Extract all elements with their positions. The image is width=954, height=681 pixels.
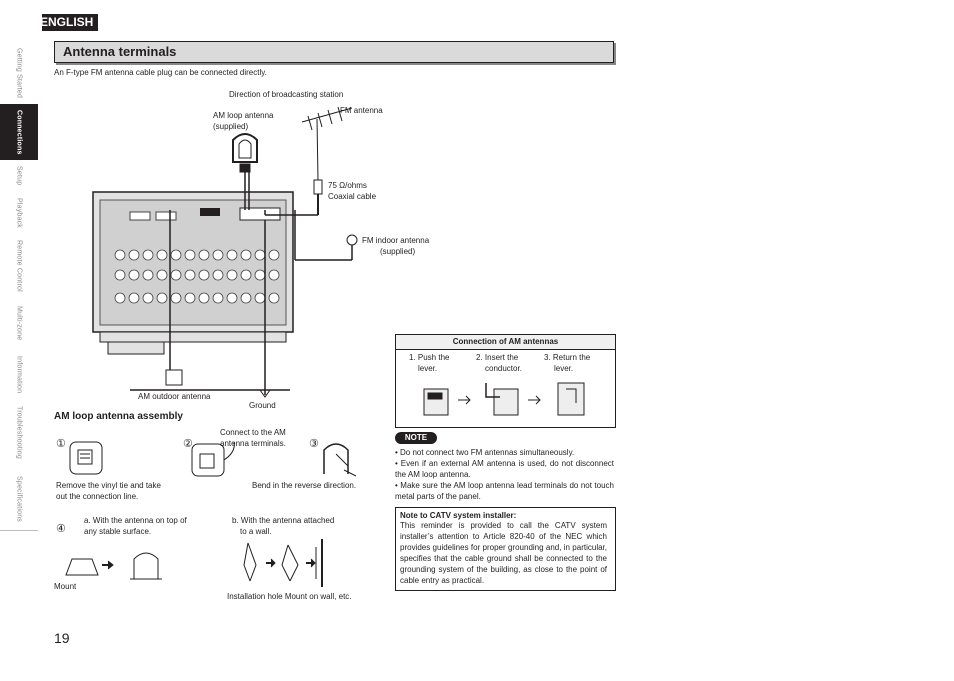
am-step-3-line2: lever. (554, 364, 574, 373)
page-number: 19 (54, 630, 70, 646)
language-tab: ENGLISH (40, 14, 98, 31)
am-loop-antenna-icon (232, 133, 258, 173)
step-4a-illustration (65, 552, 162, 580)
catv-note-box: Note to CATV system installer: This remi… (395, 507, 616, 591)
step-1-text-1: Remove the vinyl tie and take (56, 481, 161, 490)
step-4b-illustration (243, 539, 323, 587)
label-fm-indoor-2: (supplied) (380, 247, 416, 256)
step-3-text: Bend in the reverse direction. (252, 481, 357, 490)
label-ground: Ground (249, 401, 276, 410)
side-nav-troubleshooting[interactable]: Troubleshooting (0, 400, 38, 471)
am-step-1-line2: lever. (418, 364, 438, 373)
antenna-connection-diagram (92, 106, 358, 398)
step-2-illustration (191, 442, 235, 477)
side-nav-playback[interactable]: Playback (0, 192, 38, 235)
mount-label: Mount (54, 582, 77, 591)
side-nav-connections[interactable]: Connections (0, 104, 38, 161)
note-item: • Do not connect two FM antennas simulta… (395, 448, 575, 457)
receiver-rear-panel (92, 191, 294, 355)
side-nav-information[interactable]: Information (0, 350, 38, 401)
note-list: • Do not connect two FM antennas simulta… (395, 447, 614, 502)
am-step-1-line1: 1. Push the (409, 353, 450, 362)
note-item: • Make sure the AM loop antenna lead ter… (395, 481, 614, 501)
side-nav-remote-control[interactable]: Remote Control (0, 234, 38, 301)
step-4b-text-1: b. With the antenna attached (232, 516, 335, 525)
label-am-loop-2: (supplied) (213, 122, 249, 131)
fm-antenna-icon (301, 106, 353, 181)
step-1-text-2: out the connection line. (56, 492, 139, 501)
label-am-loop-1: AM loop antenna (213, 111, 274, 120)
section-title: Antenna terminals (54, 41, 614, 63)
label-direction: Direction of broadcasting station (229, 90, 344, 99)
label-am-outdoor: AM outdoor antenna (138, 392, 211, 401)
am-step-3-line1: 3. Return the (544, 353, 591, 362)
step-3-illustration (323, 443, 357, 477)
label-fm-indoor-1: FM indoor antenna (362, 236, 430, 245)
step-4a-text-2: any stable surface. (84, 527, 152, 536)
side-nav-getting-started[interactable]: Getting Started (0, 42, 38, 105)
fm-indoor-antenna-icon (346, 234, 358, 260)
note-item: • Even if an external AM antenna is used… (395, 459, 614, 479)
step-2-text-1: Connect to the AM (220, 428, 286, 437)
am-connection-title: Connection of AM antennas (396, 335, 615, 350)
step-3-number: ③ (309, 438, 319, 450)
assembly-heading: AM loop antenna assembly (54, 411, 183, 422)
label-coax-1: 75 Ω/ohms (328, 181, 367, 190)
step-2-number: ② (183, 438, 193, 450)
coaxial-plug-icon (313, 179, 323, 215)
am-step-2-line2: conductor. (485, 364, 522, 373)
language-label: ENGLISH (40, 15, 94, 29)
catv-body: This reminder is provided to call the CA… (400, 521, 607, 585)
antenna-wires (130, 172, 353, 395)
step-4b-text-2: to a wall. (240, 527, 272, 536)
side-nav-specifications[interactable]: Specifications (0, 470, 38, 531)
step-4-number: ④ (56, 523, 66, 535)
intro-text: An F-type FM antenna cable plug can be c… (54, 68, 267, 77)
am-terminal-steps-illustration (423, 382, 585, 416)
step-1-illustration (69, 441, 103, 475)
note-badge: NOTE (395, 432, 437, 444)
side-nav-setup[interactable]: Setup (0, 160, 38, 193)
side-nav-multi-zone[interactable]: Multi-zone (0, 300, 38, 351)
ground-icon (165, 369, 271, 398)
step-4a-text-1: a. With the antenna on top of (84, 516, 187, 525)
catv-title: Note to CATV system installer: (400, 511, 517, 520)
step-2-text-2: antenna terminals. (220, 439, 286, 448)
label-coax-2: Coaxial cable (328, 192, 377, 201)
install-caption: Installation hole Mount on wall, etc. (227, 592, 352, 601)
label-fm-antenna: FM antenna (340, 106, 383, 115)
step-1-number: ① (56, 438, 66, 450)
am-step-2-line1: 2. Insert the (476, 353, 519, 362)
am-connection-box: Connection of AM antennas 1. Push the le… (395, 334, 616, 428)
section-title-text: Antenna terminals (63, 44, 177, 59)
